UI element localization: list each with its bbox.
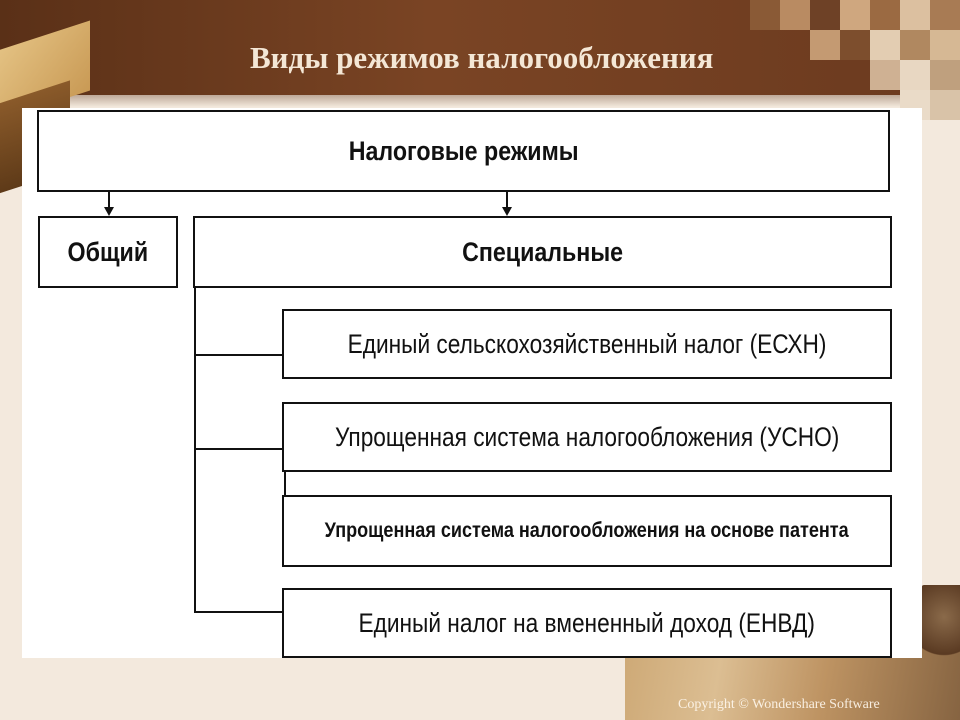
header-shadow <box>0 95 960 107</box>
general-regime-label: Общий <box>67 236 149 267</box>
special-item-eskhn: Единый сельскохозяйственный налог (ЕСХН) <box>282 309 892 379</box>
diagram-panel: Налоговые режимы Общий Специальные Едины… <box>22 108 922 658</box>
decorative-mosaic <box>750 0 960 140</box>
arrow-head-special <box>502 207 512 216</box>
special-item-usno: Упрощенная система налогообложения (УСНО… <box>282 402 892 472</box>
special-item-envd: Единый налог на вмененный доход (ЕНВД) <box>282 588 892 658</box>
copyright-notice: Copyright © Wondershare Software <box>678 697 880 712</box>
special-item-patent-label: Упрощенная система налогообложения на ос… <box>324 519 850 542</box>
arrow-to-special <box>506 192 508 208</box>
special-item-eskhn-label: Единый сельскохозяйственный налог (ЕСХН) <box>347 328 827 359</box>
special-item-usno-label: Упрощенная система налогообложения (УСНО… <box>334 421 840 452</box>
arrow-head-general <box>104 207 114 216</box>
root-box: Налоговые режимы <box>37 110 890 192</box>
special-regimes-box: Специальные <box>193 216 892 288</box>
slide-title: Виды режимов налогообложения <box>250 40 714 75</box>
arrow-to-general <box>108 192 110 208</box>
connector-item-1 <box>194 354 284 356</box>
special-item-patent: Упрощенная система налогообложения на ос… <box>282 495 892 567</box>
connector-item-3 <box>284 470 286 500</box>
special-vertical-connector <box>194 288 196 613</box>
root-label: Налоговые режимы <box>348 135 579 166</box>
connector-item-4 <box>194 611 284 613</box>
special-regimes-label: Специальные <box>462 236 623 267</box>
special-item-envd-label: Единый налог на вмененный доход (ЕНВД) <box>358 607 816 638</box>
general-regime-box: Общий <box>38 216 178 288</box>
background-photo-detail <box>920 585 960 665</box>
connector-item-2 <box>194 448 284 450</box>
